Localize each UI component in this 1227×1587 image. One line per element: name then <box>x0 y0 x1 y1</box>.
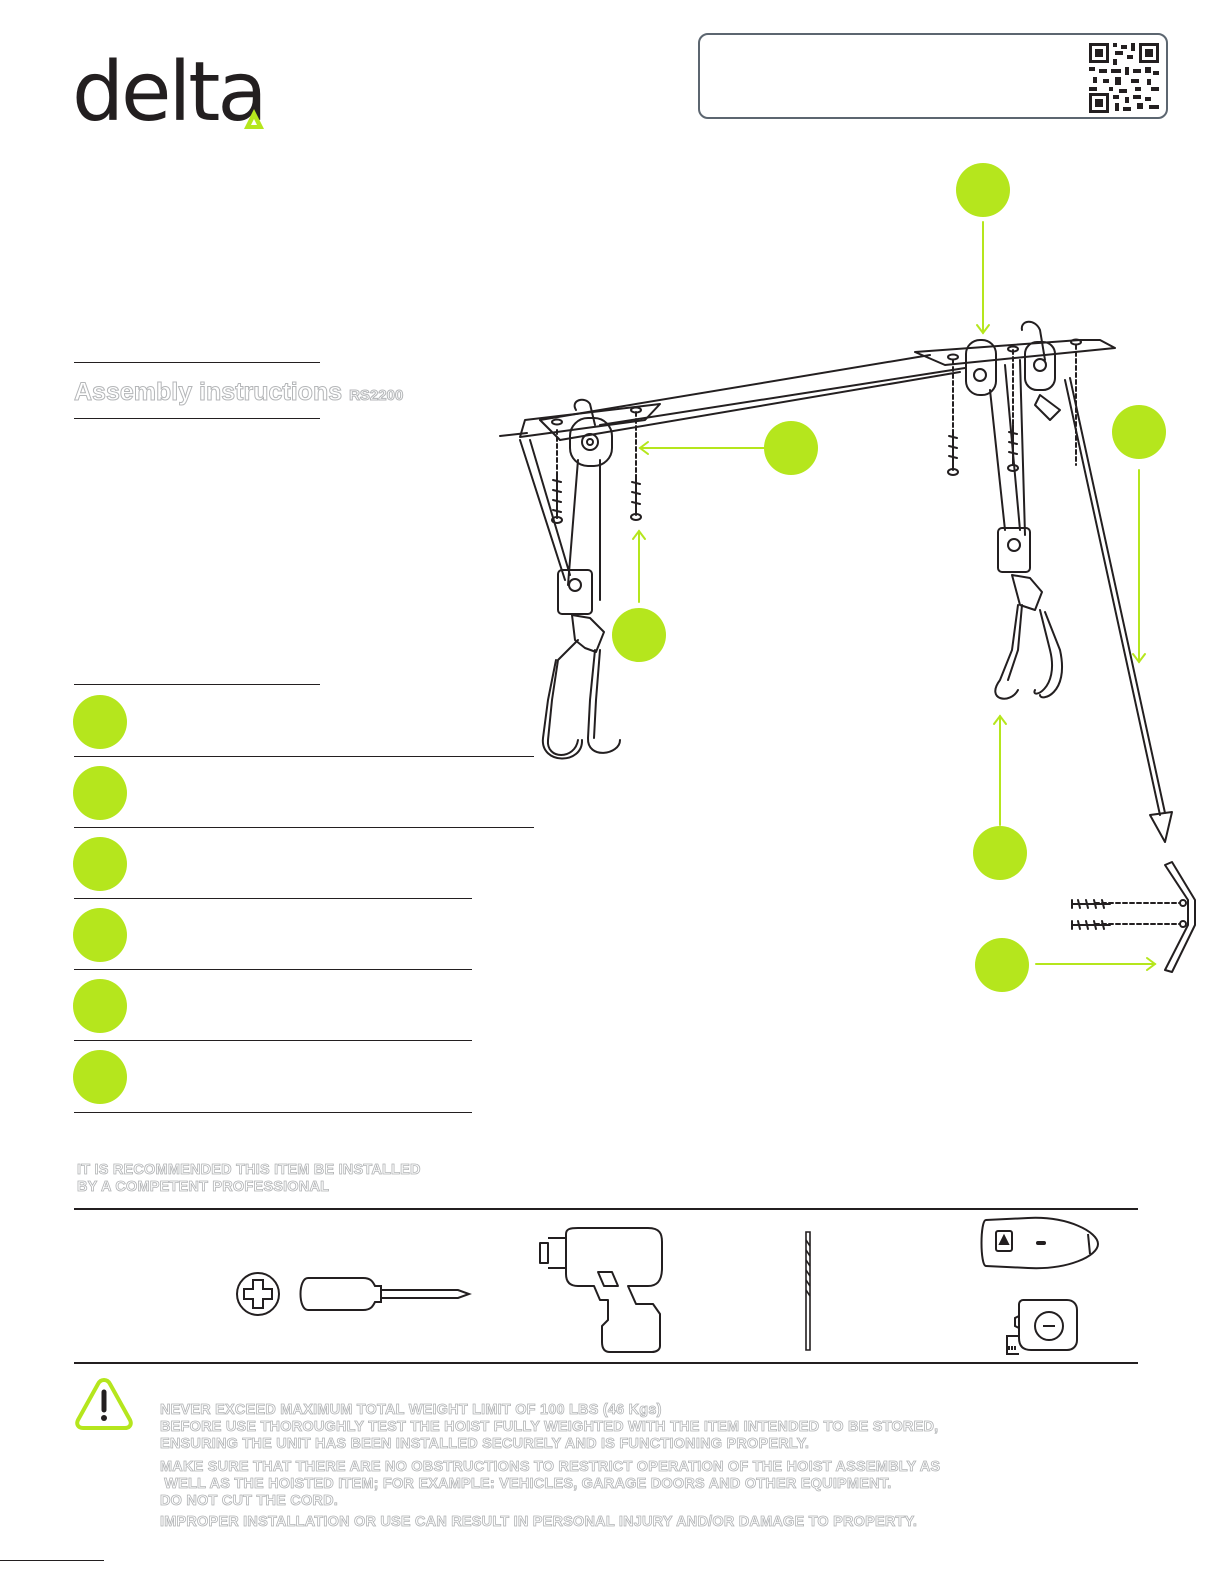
page-title: Assembly instructions RS2200 <box>73 378 404 407</box>
parts-row-divider <box>74 1112 472 1113</box>
title-rule-bottom <box>74 418 320 419</box>
part-marker-5 <box>73 979 127 1033</box>
warning-line-4: MAKE SURE THAT THERE ARE NO OBSTRUCTIONS… <box>160 1459 941 1476</box>
warning-line-3: ENSURING THE UNIT HAS BEEN INSTALLED SEC… <box>160 1436 810 1453</box>
qr-code-icon <box>1089 43 1159 113</box>
footer-rule <box>0 1560 104 1561</box>
tape-measure-icon <box>1006 1299 1078 1355</box>
parts-rule-top <box>74 684 320 685</box>
parts-row-divider <box>74 1040 472 1041</box>
install-notice-line-1: IT IS RECOMMENDED THIS ITEM BE INSTALLED <box>77 1162 421 1179</box>
warning-line-5: WELL AS THE HOISTED ITEM; FOR EXAMPLE: V… <box>160 1476 892 1493</box>
part-marker-3 <box>73 837 127 891</box>
part-marker-1 <box>73 695 127 749</box>
parts-row-divider <box>74 756 534 757</box>
install-notice-line-2: BY A COMPETENT PROFESSIONAL <box>77 1179 330 1196</box>
phillips-screwdriver-icon <box>236 1272 472 1316</box>
part-marker-4 <box>73 908 127 962</box>
part-marker-6 <box>73 1050 127 1104</box>
parts-row-divider <box>74 898 472 899</box>
drill-bit-icon <box>805 1231 811 1351</box>
title-rule-top <box>74 362 320 363</box>
part-marker-2 <box>73 766 127 820</box>
warning-triangle-icon <box>75 1378 133 1430</box>
brand-logo: delta <box>72 45 268 140</box>
tools-rule-top <box>74 1208 1138 1210</box>
logo-triangle-icon <box>244 109 264 129</box>
warning-line-6: DO NOT CUT THE CORD. <box>160 1493 339 1510</box>
power-drill-icon <box>539 1227 663 1353</box>
tools-rule-bottom <box>74 1362 1138 1364</box>
warning-line-1: NEVER EXCEED MAXIMUM TOTAL WEIGHT LIMIT … <box>160 1402 662 1419</box>
qr-info-box <box>698 33 1168 119</box>
warning-line-7: IMPROPER INSTALLATION OR USE CAN RESULT … <box>160 1514 918 1531</box>
model-number: RS2200 <box>349 387 404 405</box>
parts-row-divider <box>74 827 534 828</box>
parts-row-divider <box>74 969 472 970</box>
level-icon <box>980 1216 1100 1270</box>
warning-line-2: BEFORE USE THOROUGHLY TEST THE HOIST FUL… <box>160 1419 939 1436</box>
